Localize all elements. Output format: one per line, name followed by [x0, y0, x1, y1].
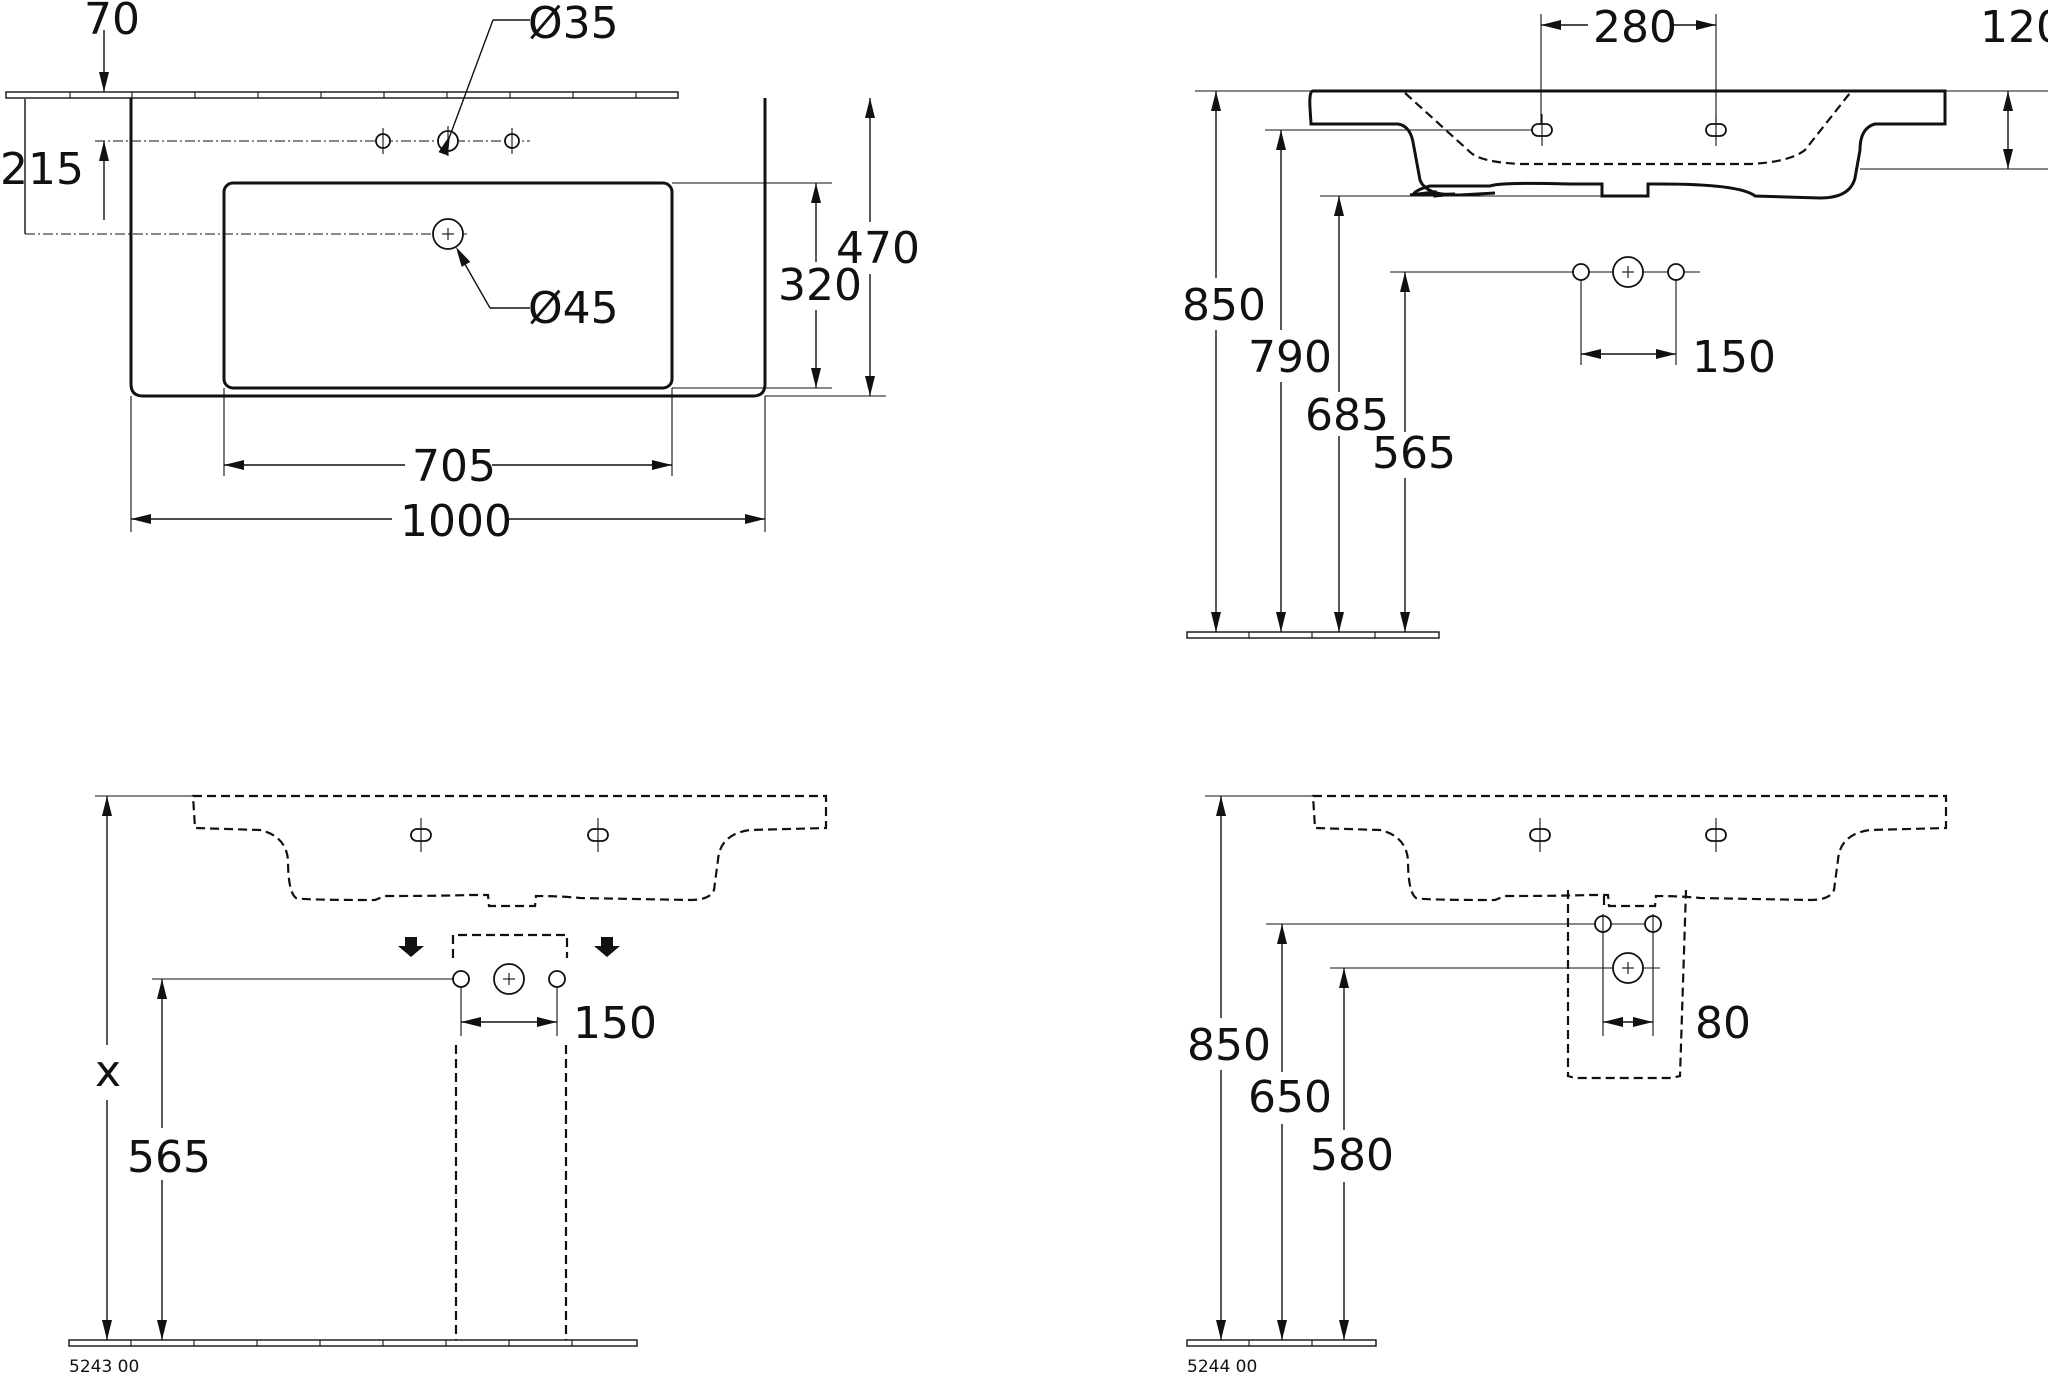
basin-outline — [129, 98, 767, 398]
dim-790-label: 790 — [1248, 332, 1332, 383]
dim-580-label: 580 — [1310, 1130, 1394, 1181]
variant-b-view: 850 650 580 80 5244 00 — [1186, 794, 1948, 1374]
dim-565-side-label: 565 — [1372, 428, 1456, 479]
dim-470-label: 470 — [836, 223, 920, 274]
dim-850-variant-b-label: 850 — [1187, 1020, 1271, 1071]
side-basin-outline — [1313, 89, 1947, 200]
dim-80-label: 80 — [1695, 998, 1751, 1049]
dim-d45-label: Ø45 — [528, 283, 619, 334]
side-floor-strip — [1186, 631, 1440, 639]
dim-150-side-label: 150 — [1692, 332, 1776, 383]
dim-685-label: 685 — [1305, 390, 1389, 441]
dim-705-label: 705 — [412, 441, 496, 492]
dim-x-label: x — [95, 1046, 121, 1097]
dim-565-variant-a-label: 565 — [127, 1132, 211, 1183]
dim-280-label: 280 — [1593, 2, 1677, 53]
dim-320-label: 320 — [778, 260, 862, 311]
dim-215-label: 215 — [0, 144, 84, 195]
dim-d35-label: Ø35 — [528, 0, 619, 49]
article-code-5243: 5243 00 — [69, 1357, 139, 1374]
variant-a-floor-strip — [68, 1339, 638, 1347]
dim-850-label: 850 — [1182, 280, 1266, 331]
variant-b-floor-strip — [1186, 1339, 1377, 1347]
top-view: 70 215 Ø35 Ø45 320 470 — [0, 0, 920, 547]
dim-150-variant-a-label: 150 — [573, 998, 657, 1049]
article-code-5244: 5244 00 — [1187, 1357, 1257, 1374]
dim-650-label: 650 — [1248, 1072, 1332, 1123]
drain-hole — [25, 218, 470, 250]
bowl-outline — [222, 181, 674, 390]
dim-1000-label: 1000 — [400, 496, 512, 547]
side-view: 280 120 850 790 685 — [1182, 2, 2048, 639]
top-wall-strip — [5, 91, 679, 99]
dim-70-label: 70 — [84, 0, 140, 45]
tap-holes — [95, 126, 530, 156]
variant-a-view: x 565 150 5243 00 — [68, 794, 828, 1374]
dim-120-label: 120 — [1980, 2, 2048, 53]
